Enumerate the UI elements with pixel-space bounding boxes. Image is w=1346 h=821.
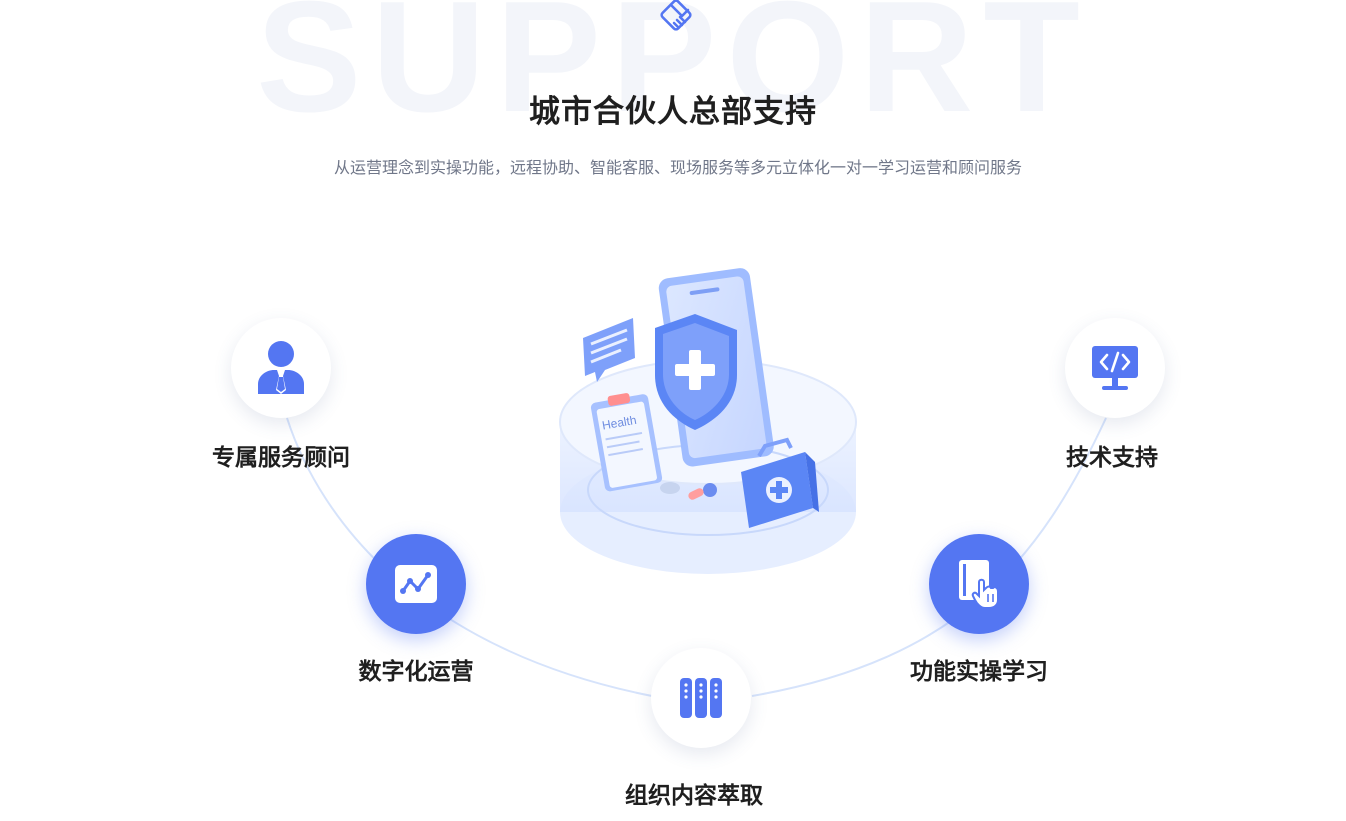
feature-label-tech-support: 技术支持 — [1066, 445, 1158, 471]
feature-label-practice: 功能实操学习 — [910, 659, 1048, 685]
consultant-node[interactable] — [231, 318, 331, 418]
health-card-text: Health — [601, 413, 638, 433]
consultant-icon — [258, 341, 304, 394]
hero-illustration: Health — [545, 250, 875, 590]
tech-support-node[interactable] — [1065, 318, 1165, 418]
feature-label-consultant: 专属服务顾问 — [212, 445, 350, 471]
handshake-icon — [654, 0, 704, 40]
server-columns-icon — [680, 678, 722, 718]
analytics-chart-icon — [395, 565, 437, 603]
code-monitor-icon — [1092, 346, 1138, 390]
touch-book-icon — [959, 560, 999, 609]
analytics-node[interactable] — [366, 534, 466, 634]
page-title: 城市合伙人总部支持 — [529, 94, 817, 130]
page-subtitle: 从运营理念到实操功能，远程协助、智能客服、现场服务等多元立体化一对一学习运营和顾… — [333, 158, 1022, 177]
feature-practice-node[interactable] — [929, 534, 1029, 634]
feature-label-content-extraction: 组织内容萃取 — [625, 783, 763, 809]
feature-label-digital-ops: 数字化运营 — [358, 659, 474, 685]
content-extraction-node[interactable] — [651, 648, 751, 748]
